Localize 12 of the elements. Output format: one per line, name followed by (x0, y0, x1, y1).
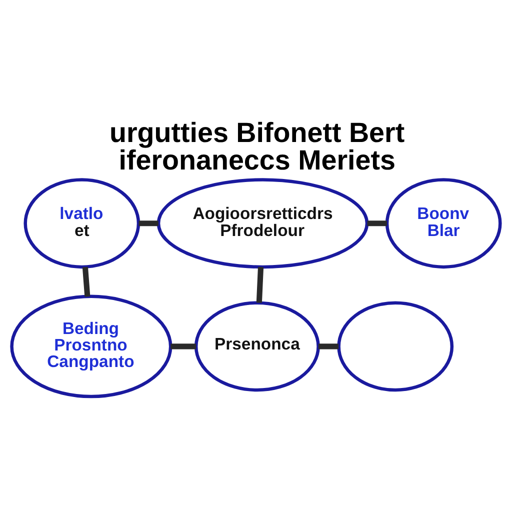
node-ellipse: Boonv Blar (385, 178, 502, 268)
node-ellipse: Aogioorsretticdrs Pfrodelour (156, 178, 369, 268)
node-ellipse: Beding Prosntno Cangpanto (10, 294, 172, 398)
node-ellipse: lvatlo et (24, 178, 140, 268)
connector (138, 220, 158, 226)
node-circle (337, 300, 454, 392)
connector (170, 343, 196, 349)
diagram-title: urgutties Bifonett Bert iferonaneccs Meriets (109, 116, 405, 176)
node-ellipse: Prsenonca (194, 300, 320, 392)
connector (318, 343, 339, 349)
connector (367, 220, 387, 226)
connector (256, 266, 264, 302)
